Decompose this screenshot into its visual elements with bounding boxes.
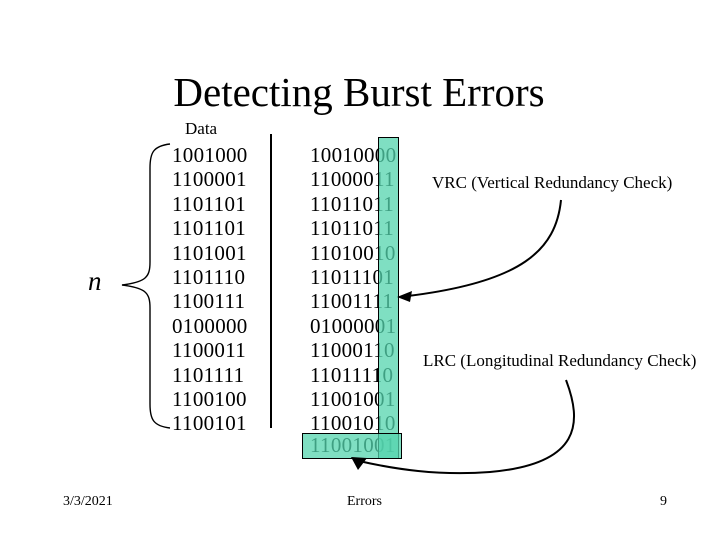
data-column-header: Data [185,119,218,138]
column-divider-line [270,134,272,428]
data-row: 1101111 [172,362,245,387]
vrc-highlight-strip [378,137,399,459]
footer-date: 3/3/2021 [63,494,113,509]
footer-title: Errors [347,494,382,509]
footer-page-number: 9 [660,494,667,509]
data-row: 1101101 [172,191,247,216]
data-row: 1100011 [172,338,247,363]
data-row: 1101001 [172,240,247,265]
vrc-arrowhead-icon [397,291,412,302]
vrc-arrow [407,199,562,297]
vrc-label: VRC (Vertical Redundancy Check) [432,173,673,192]
data-row: 1100001 [172,167,247,192]
n-row-count-label: n [88,266,102,296]
slide-title: Detecting Burst Errors [173,69,545,115]
data-row: 1100111 [172,289,246,314]
data-row: 1100100 [172,387,247,412]
data-row: 1100101 [172,411,247,436]
lrc-label: LRC (Longitudinal Redundancy Check) [423,351,697,370]
left-brace [121,143,171,429]
lrc-highlight-box [302,433,402,459]
data-row: 1101110 [172,265,246,290]
data-row: 1101101 [172,216,247,241]
data-row: 1001000 [172,143,248,167]
data-row: 0100000 [172,313,248,338]
